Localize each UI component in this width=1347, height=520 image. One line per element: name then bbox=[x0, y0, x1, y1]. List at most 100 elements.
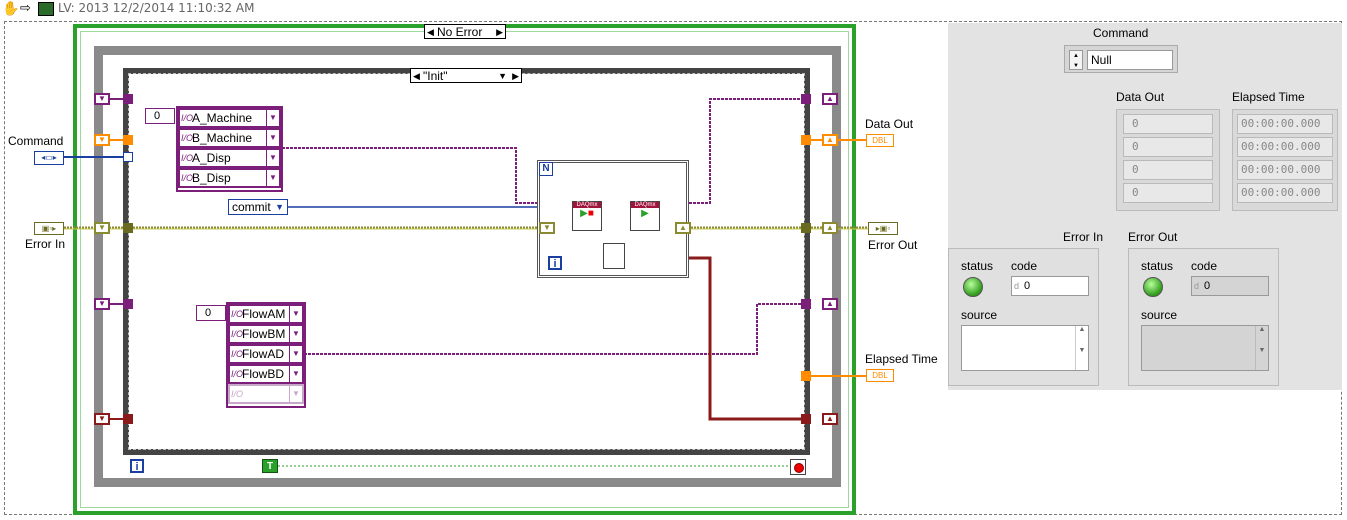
increment-decrement-icon[interactable]: ▲▼ bbox=[1069, 50, 1083, 70]
hand-icon[interactable]: ✋ bbox=[2, 0, 20, 16]
tunnel bbox=[801, 299, 811, 309]
shift-register-left-5[interactable]: ▼ bbox=[94, 413, 110, 425]
outer-case-selector[interactable]: ◀ No Error ▶ bbox=[424, 24, 506, 39]
array-item-label: A_Machine bbox=[192, 111, 253, 125]
for-loop-shift-register-right[interactable]: ▲ bbox=[675, 222, 691, 234]
array-item-label: FlowBD bbox=[242, 367, 285, 381]
while-loop-iteration-terminal: i bbox=[130, 459, 144, 473]
command-terminal[interactable]: ◂▭▸ bbox=[34, 151, 64, 165]
elapsed-time-cell: 00:00:00.000 bbox=[1237, 137, 1333, 157]
scrollbar[interactable]: ▲▼ bbox=[1075, 326, 1088, 370]
shift-register-right-4[interactable]: ▲ bbox=[822, 298, 838, 310]
dbl-label: DBL bbox=[872, 371, 888, 380]
array-item-label: FlowAM bbox=[242, 307, 286, 321]
shift-register-left-3[interactable]: ▼ bbox=[94, 222, 110, 234]
command-control[interactable]: ▲▼ Null bbox=[1064, 45, 1178, 73]
true-constant[interactable]: T bbox=[262, 459, 278, 473]
data-out-cell: 0 bbox=[1123, 114, 1213, 134]
status-label: status bbox=[1141, 259, 1174, 273]
shift-register-right-2[interactable]: ▲ bbox=[822, 134, 838, 146]
for-loop bbox=[537, 160, 689, 278]
elapsed-time-array: 00:00:00.000 00:00:00.000 00:00:00.000 0… bbox=[1232, 109, 1338, 211]
daqmx-start-task-icon[interactable]: DAQmx ▶ bbox=[630, 201, 660, 231]
status-led[interactable] bbox=[963, 277, 983, 297]
title-bar: ✋ ⇨ LV: 2013 12/2/2014 11:10:32 AM bbox=[0, 0, 1347, 18]
array-index-2[interactable]: 0 bbox=[196, 305, 226, 321]
command-label: Command bbox=[1093, 26, 1149, 40]
stop-icon bbox=[794, 463, 804, 473]
system-exec-icon[interactable] bbox=[603, 243, 625, 269]
daqmx-stop-task-icon[interactable]: DAQmx ▶■ bbox=[572, 201, 602, 231]
data-out-cell: 0 bbox=[1123, 160, 1213, 180]
inner-case-selector[interactable]: ◀ "Init" ▼ ▶ bbox=[410, 68, 522, 83]
error-out-label: Error Out bbox=[1128, 230, 1178, 244]
error-in-label: Error In bbox=[1063, 230, 1104, 244]
array-item-label: B_Disp bbox=[192, 171, 231, 185]
array-index-1[interactable]: 0 bbox=[145, 108, 175, 124]
outer-case-selector-label: No Error bbox=[437, 25, 483, 39]
tunnel bbox=[123, 135, 133, 145]
shift-register-left-1[interactable]: ▼ bbox=[94, 93, 110, 105]
loop-count-terminal[interactable]: N bbox=[539, 162, 553, 176]
daqmx-label: DAQmx bbox=[573, 202, 601, 208]
elapsed-time-cell: 00:00:00.000 bbox=[1237, 160, 1333, 180]
tunnel bbox=[801, 371, 811, 381]
tunnel bbox=[123, 94, 133, 104]
shift-register-right-5[interactable]: ▲ bbox=[822, 413, 838, 425]
shift-register-left-4[interactable]: ▼ bbox=[94, 298, 110, 310]
source-label: source bbox=[961, 308, 998, 322]
for-loop-iteration-terminal: i bbox=[548, 256, 562, 270]
daqmx-label: DAQmx bbox=[631, 202, 659, 208]
array-item-empty[interactable]: I/O▼ bbox=[228, 384, 304, 404]
data-out-label: Data Out bbox=[1116, 90, 1165, 104]
command-value[interactable]: Null bbox=[1087, 50, 1173, 70]
shift-register-right-1[interactable]: ▲ bbox=[822, 93, 838, 105]
commit-ring-label: commit bbox=[232, 200, 271, 214]
dbl-label: DBL bbox=[872, 136, 888, 145]
for-loop-shift-register-left[interactable]: ▼ bbox=[539, 222, 555, 234]
stop-terminal[interactable] bbox=[790, 459, 806, 475]
tunnel bbox=[801, 94, 811, 104]
shift-register-left-2[interactable]: ▼ bbox=[94, 134, 110, 146]
code-label: code bbox=[1011, 259, 1038, 273]
source-textbox[interactable]: ▲▼ bbox=[961, 325, 1089, 371]
tunnel bbox=[801, 414, 811, 424]
tunnel bbox=[123, 414, 133, 424]
inner-case-selector-label: "Init" bbox=[423, 69, 448, 83]
commit-ring-constant[interactable]: commit▼ bbox=[228, 199, 288, 215]
elapsed-time-cell: 00:00:00.000 bbox=[1237, 114, 1333, 134]
array-item-label: A_Disp bbox=[192, 151, 231, 165]
elapsed-time-terminal-label: Elapsed Time bbox=[865, 352, 938, 366]
elapsed-time-terminal[interactable]: DBL bbox=[866, 369, 894, 382]
code-label: code bbox=[1191, 259, 1218, 273]
data-out-cell: 0 bbox=[1123, 137, 1213, 157]
window-title: LV: 2013 12/2/2014 11:10:32 AM bbox=[58, 1, 255, 15]
error-out-terminal[interactable]: ▸▣▫ bbox=[868, 222, 898, 235]
case-selector-terminal bbox=[123, 152, 133, 162]
scrollbar[interactable]: ▲▼ bbox=[1255, 326, 1268, 370]
arrow-right-icon[interactable]: ⇨ bbox=[20, 0, 31, 15]
elapsed-time-cell: 00:00:00.000 bbox=[1237, 183, 1333, 203]
tunnel bbox=[123, 223, 133, 233]
code-value: 0 bbox=[1024, 280, 1031, 292]
data-out-terminal[interactable]: DBL bbox=[866, 134, 894, 147]
shift-register-right-3[interactable]: ▲ bbox=[822, 222, 838, 234]
error-in-terminal[interactable]: ▣▫▸ bbox=[34, 222, 64, 235]
error-out-terminal-label: Error Out bbox=[868, 238, 918, 252]
array-item-label: FlowAD bbox=[242, 347, 285, 361]
status-led bbox=[1143, 277, 1163, 297]
array-item-label: FlowBM bbox=[242, 327, 286, 341]
vi-icon[interactable] bbox=[38, 2, 54, 16]
status-label: status bbox=[961, 259, 994, 273]
